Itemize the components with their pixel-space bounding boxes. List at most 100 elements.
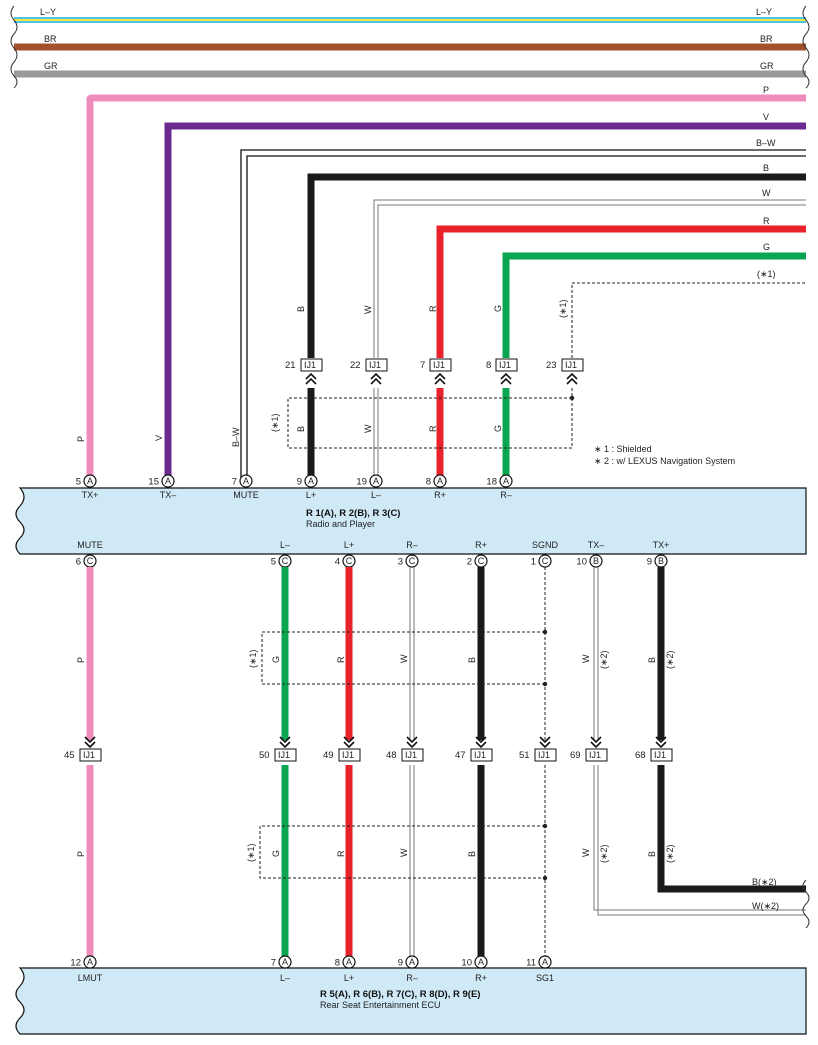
pin-circle bbox=[304, 474, 318, 488]
upper-vertical-labels: B W R G (∗1) P V B–W (∗1) B W R G bbox=[76, 299, 568, 447]
pin-connector-letter: B bbox=[658, 556, 664, 566]
pin-connector-letter: A bbox=[165, 476, 171, 486]
pin-connector-letter: C bbox=[282, 556, 289, 566]
ij1-label: IJ1 bbox=[654, 750, 666, 760]
pin-signal-label: TX– bbox=[588, 540, 605, 550]
label-w-lower-2: W bbox=[399, 848, 409, 857]
pin-circle bbox=[538, 955, 552, 969]
pin-number: 9 bbox=[297, 477, 302, 488]
wire-label-r-right: R bbox=[763, 216, 770, 226]
ij1-label: IJ1 bbox=[369, 360, 381, 370]
wire-label-gr-right: GR bbox=[760, 61, 774, 71]
label-b-upper-2: B bbox=[296, 426, 306, 432]
radio-pin-bottom-l-: C4L+ bbox=[335, 540, 356, 568]
pin-number: 50 bbox=[259, 750, 270, 761]
pin-circle bbox=[589, 554, 603, 568]
pin-number: 45 bbox=[64, 750, 75, 761]
label-bw-upper: B–W bbox=[231, 427, 241, 447]
label-p-upper: P bbox=[76, 436, 86, 442]
legend-note-2: ∗ 2 : w/ LEXUS Navigation System bbox=[594, 456, 735, 466]
label-s2-lower-tx-2: (∗2) bbox=[665, 650, 675, 669]
pin-signal-label: SGND bbox=[532, 540, 559, 550]
ij1-pin-8: IJ1 8 bbox=[486, 358, 518, 385]
ij1-pin-49: IJ1 49 bbox=[323, 736, 361, 762]
wire-label-v-right: V bbox=[763, 112, 769, 122]
wire-label-w-right: W bbox=[762, 188, 771, 198]
pin-circle bbox=[405, 955, 419, 969]
ij1-pin-51: IJ1 51 bbox=[519, 736, 557, 762]
upper-right-labels: P V B–W B W R G (∗1) bbox=[756, 85, 776, 279]
radio-pin-top-r-: A8R+ bbox=[426, 474, 447, 500]
upper-wires bbox=[86, 94, 806, 478]
label-g-upper: G bbox=[493, 305, 503, 312]
pin-signal-label: R+ bbox=[434, 490, 446, 500]
pin-connector-letter: A bbox=[437, 476, 443, 486]
ij1-pin-45: IJ1 45 bbox=[64, 736, 102, 762]
pin-number: 51 bbox=[519, 750, 530, 761]
label-s2-lower-tx-1: (∗2) bbox=[599, 650, 609, 669]
label-b-upper: B bbox=[296, 306, 306, 312]
pin-circle bbox=[474, 955, 488, 969]
pin-circle bbox=[369, 474, 383, 488]
ij1-label: IJ1 bbox=[565, 360, 577, 370]
pin-signal-label: R+ bbox=[475, 540, 487, 550]
label-shield-box-upper: (∗1) bbox=[270, 413, 280, 432]
pin-signal-label: MUTE bbox=[233, 490, 259, 500]
ij1-label: IJ1 bbox=[304, 360, 316, 370]
pin-circle bbox=[239, 474, 253, 488]
ij1-label: IJ1 bbox=[83, 750, 95, 760]
ij1-label: IJ1 bbox=[474, 750, 486, 760]
pin-connector-letter: A bbox=[409, 957, 415, 967]
ij1-pin-22: IJ1 22 bbox=[350, 358, 388, 385]
label-w-lower-tx-2: W bbox=[581, 848, 591, 857]
wire-label-ly-right: L–Y bbox=[756, 7, 772, 17]
ij1-label: IJ1 bbox=[405, 750, 417, 760]
pin-number: 7 bbox=[420, 360, 425, 371]
wire-label-b2-right: B(∗2) bbox=[752, 877, 777, 887]
pin-connector-letter: A bbox=[87, 957, 93, 967]
pin-number: 2 bbox=[467, 557, 472, 568]
pin-signal-label: R– bbox=[406, 973, 418, 983]
radio-component-name: R 1(A), R 2(B), R 3(C) bbox=[306, 508, 400, 519]
wire-label-p-right: P bbox=[763, 85, 769, 95]
wire-label-bw-right: B–W bbox=[756, 138, 776, 148]
pin-connector-letter: C bbox=[346, 556, 353, 566]
pin-signal-label: SG1 bbox=[536, 973, 554, 983]
pin-signal-label: L+ bbox=[306, 490, 316, 500]
label-p-lower-2: P bbox=[76, 851, 86, 857]
pin-connector-letter: A bbox=[243, 476, 249, 486]
label-shield-lower-2: (∗1) bbox=[246, 843, 256, 862]
pin-number: 69 bbox=[570, 750, 581, 761]
pin-number: 19 bbox=[356, 477, 367, 488]
ij1-label: IJ1 bbox=[499, 360, 511, 370]
ij1-label: IJ1 bbox=[589, 750, 601, 760]
ij1-pin-21: IJ1 21 bbox=[285, 358, 323, 385]
pin-connector-letter: C bbox=[87, 556, 94, 566]
pin-number: 8 bbox=[426, 477, 431, 488]
pin-circle bbox=[278, 955, 292, 969]
ecu-pin-r-: A9R– bbox=[398, 955, 419, 983]
pin-number: 1 bbox=[531, 557, 536, 568]
label-w-upper-2: W bbox=[363, 424, 373, 433]
pin-number: 7 bbox=[232, 477, 237, 488]
pin-number: 15 bbox=[148, 477, 159, 488]
pin-connector-letter: B bbox=[593, 556, 599, 566]
pin-signal-label: L+ bbox=[344, 973, 354, 983]
pin-connector-letter: A bbox=[542, 957, 548, 967]
pin-connector-letter: A bbox=[346, 957, 352, 967]
ij1-pin-50: IJ1 50 bbox=[259, 736, 297, 762]
ij1-pin-68: IJ1 68 bbox=[635, 736, 673, 762]
pin-signal-label: MUTE bbox=[77, 540, 103, 550]
label-r-lower-1: R bbox=[336, 656, 346, 663]
radio-pin-bottom-r-: C2R+ bbox=[467, 540, 488, 568]
